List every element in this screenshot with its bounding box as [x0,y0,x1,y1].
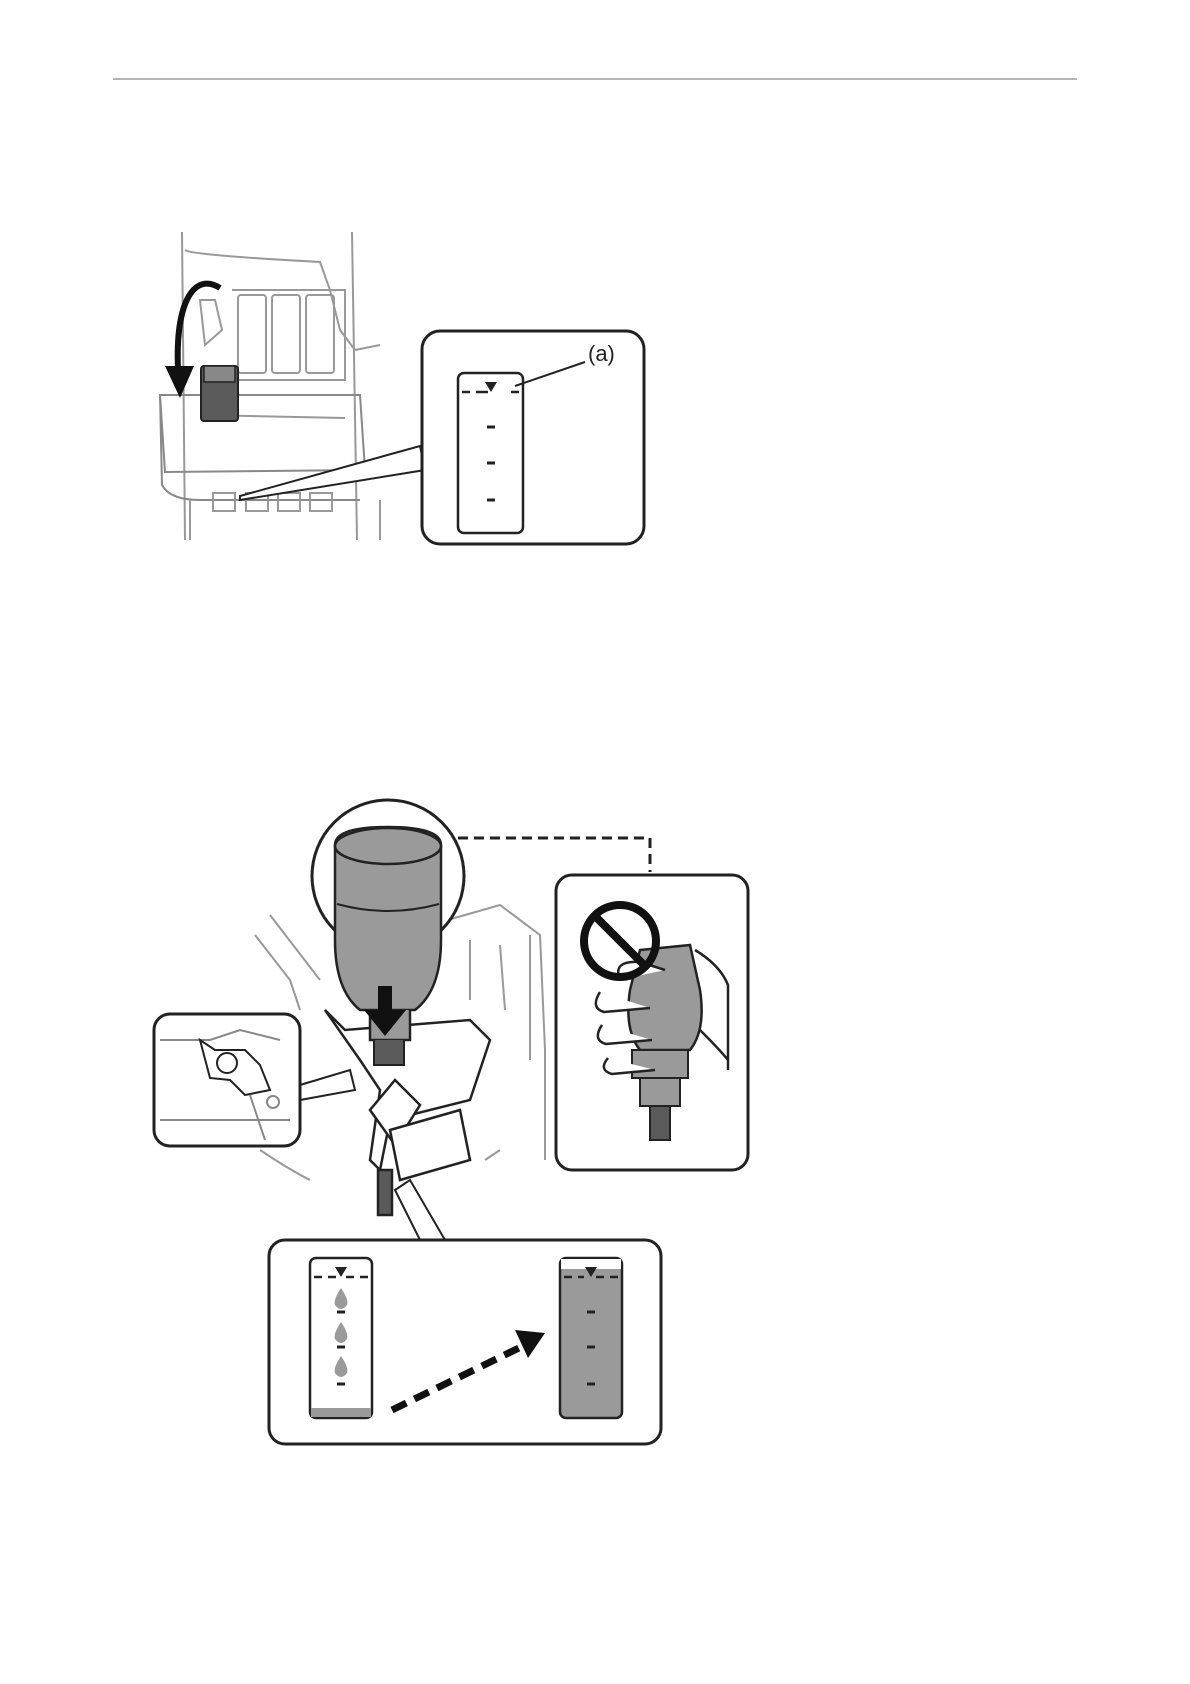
ink-window-before [310,1258,372,1418]
ink-fill-before [311,1408,371,1417]
nozzle-detail-panel [154,1014,355,1146]
ink-window-after [560,1258,622,1418]
dashed-connector [458,838,650,872]
do-not-squeeze-panel [556,875,748,1170]
ink-level-progress-panel [269,1180,661,1444]
ink-fill-after [560,1258,622,1418]
